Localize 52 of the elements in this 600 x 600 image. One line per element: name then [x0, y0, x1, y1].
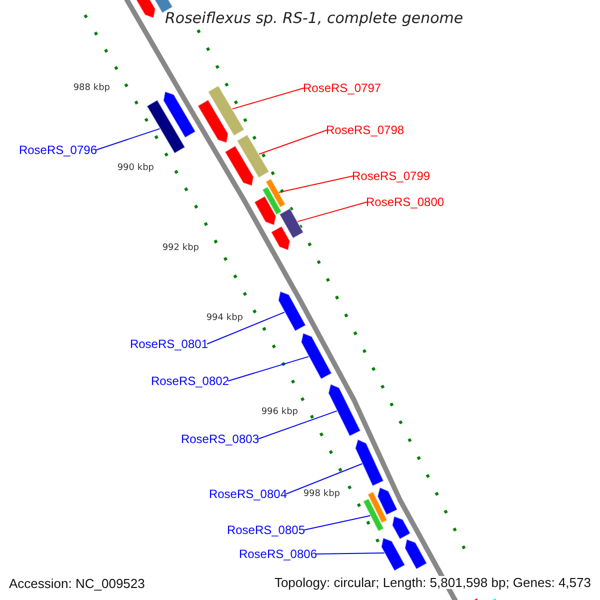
gene-box — [236, 134, 270, 178]
leader-line — [316, 552, 385, 554]
leader-line — [232, 88, 304, 110]
leader-line — [258, 130, 328, 155]
gene-box — [207, 85, 245, 136]
leader-line — [278, 176, 354, 193]
gene-block — [377, 486, 398, 516]
gene-label: RoseRS_0799 — [352, 169, 430, 183]
gene-label: RoseRS_0801 — [130, 337, 208, 351]
tick-label: 990 kbp — [117, 162, 154, 174]
gene-block — [270, 226, 290, 251]
leader-line — [228, 356, 310, 382]
gene-label: RoseRS_0798 — [326, 123, 404, 137]
gene-label: RoseRS_0805 — [226, 523, 305, 537]
leader-line — [297, 202, 368, 222]
gene-block — [328, 383, 362, 437]
map-title: Roseiflexus sp. RS-1, complete genome — [165, 9, 464, 27]
gene-block — [354, 438, 384, 487]
gene-block — [224, 145, 254, 187]
leader-line — [96, 128, 160, 150]
gene-block — [162, 90, 196, 138]
gene-box — [265, 178, 286, 208]
gene-block — [197, 99, 229, 144]
gene-box — [362, 498, 384, 532]
gene-block — [392, 516, 412, 540]
tick-label: 992 kbp — [162, 242, 199, 254]
tick-label: 996 kbp — [261, 406, 298, 418]
accession-text: Accession: NC_009523 — [9, 576, 145, 591]
gene-block — [254, 196, 276, 226]
gene-label: RoseRS_0802 — [150, 374, 229, 388]
gene-label: RoseRS_0804 — [208, 487, 287, 501]
genome-info-text: Topology: circular; Length: 5,801,598 bp; Genes: 4,573 — [274, 576, 591, 589]
leader-line — [206, 312, 285, 344]
gene-label: RoseRS_0797 — [303, 81, 382, 95]
gene-label: RoseRS_0800 — [366, 195, 444, 209]
tick-label: 994 kbp — [206, 312, 243, 324]
gene-box — [367, 491, 388, 524]
tick-label: 998 kbp — [303, 488, 340, 500]
gene-box — [146, 99, 186, 154]
gene-label: RoseRS_0806 — [238, 547, 317, 561]
gene-block — [300, 332, 332, 380]
tick-label: 988 kbp — [73, 82, 110, 94]
gene-block — [404, 538, 428, 570]
gene-box — [278, 208, 304, 239]
gene-block — [278, 290, 306, 332]
leader-line — [304, 515, 371, 530]
leader-line — [258, 410, 338, 440]
gene-label: RoseRS_0803 — [180, 432, 259, 446]
leader-line — [286, 463, 363, 494]
gene-label: RoseRS_0796 — [18, 143, 97, 157]
gene-block — [380, 537, 406, 572]
gene-box — [262, 186, 282, 216]
